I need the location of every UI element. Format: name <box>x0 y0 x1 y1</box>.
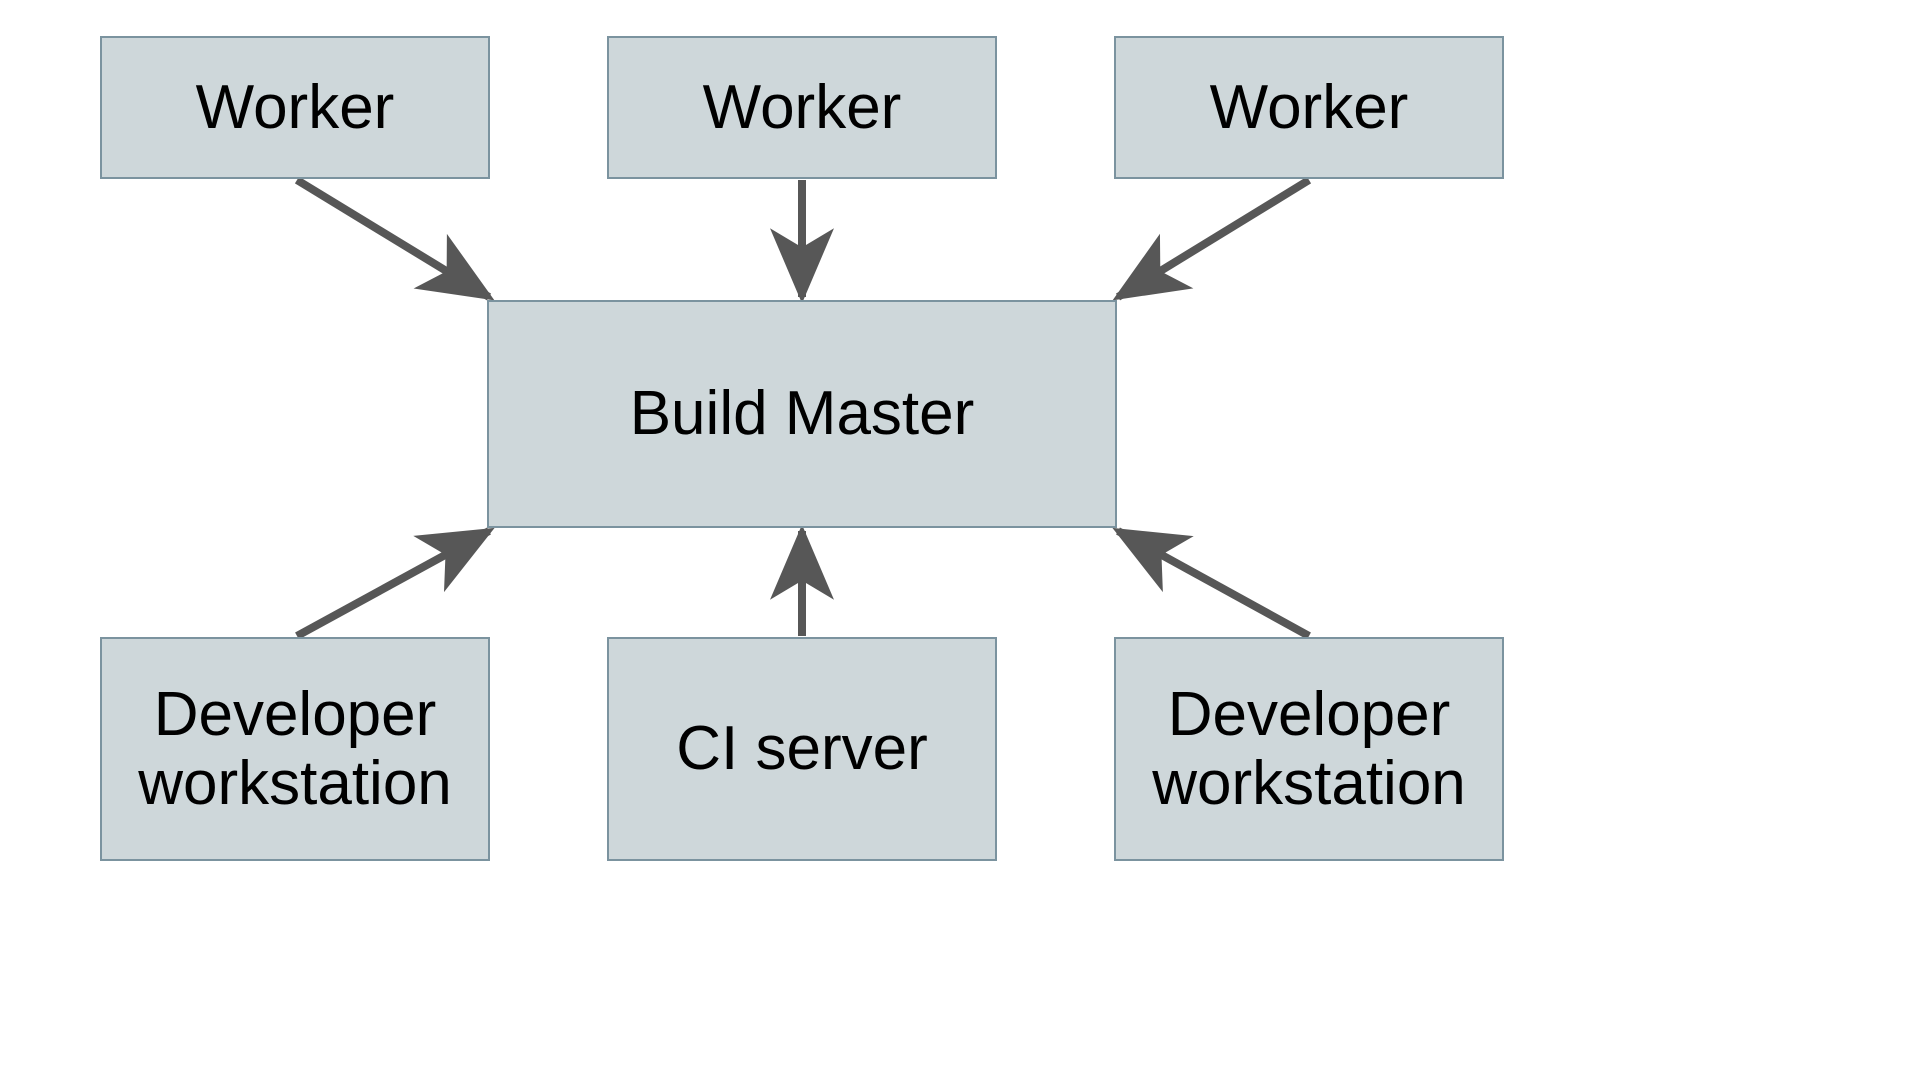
edge-dev2-to-master <box>1112 527 1311 640</box>
node-worker-1[interactable]: Worker <box>100 36 490 179</box>
node-ci-server[interactable]: CI server <box>607 637 997 861</box>
edge-worker1-to-master <box>294 176 495 301</box>
edge-worker3-to-master <box>1112 176 1312 301</box>
node-worker-1-label: Worker <box>195 72 395 142</box>
node-developer-workstation-2-label: Developer workstation <box>1152 679 1466 818</box>
node-developer-workstation-1[interactable]: Developer workstation <box>100 637 490 861</box>
node-build-master[interactable]: Build Master <box>487 300 1117 528</box>
node-worker-2-label: Worker <box>702 72 902 142</box>
node-ci-server-label: CI server <box>676 714 928 784</box>
node-developer-workstation-1-label: Developer workstation <box>138 679 452 818</box>
node-worker-2[interactable]: Worker <box>607 36 997 179</box>
edge-dev1-to-master <box>295 527 495 640</box>
node-worker-3-label: Worker <box>1209 72 1409 142</box>
node-developer-workstation-2[interactable]: Developer workstation <box>1114 637 1504 861</box>
node-build-master-label: Build Master <box>629 379 975 449</box>
node-worker-3[interactable]: Worker <box>1114 36 1504 179</box>
